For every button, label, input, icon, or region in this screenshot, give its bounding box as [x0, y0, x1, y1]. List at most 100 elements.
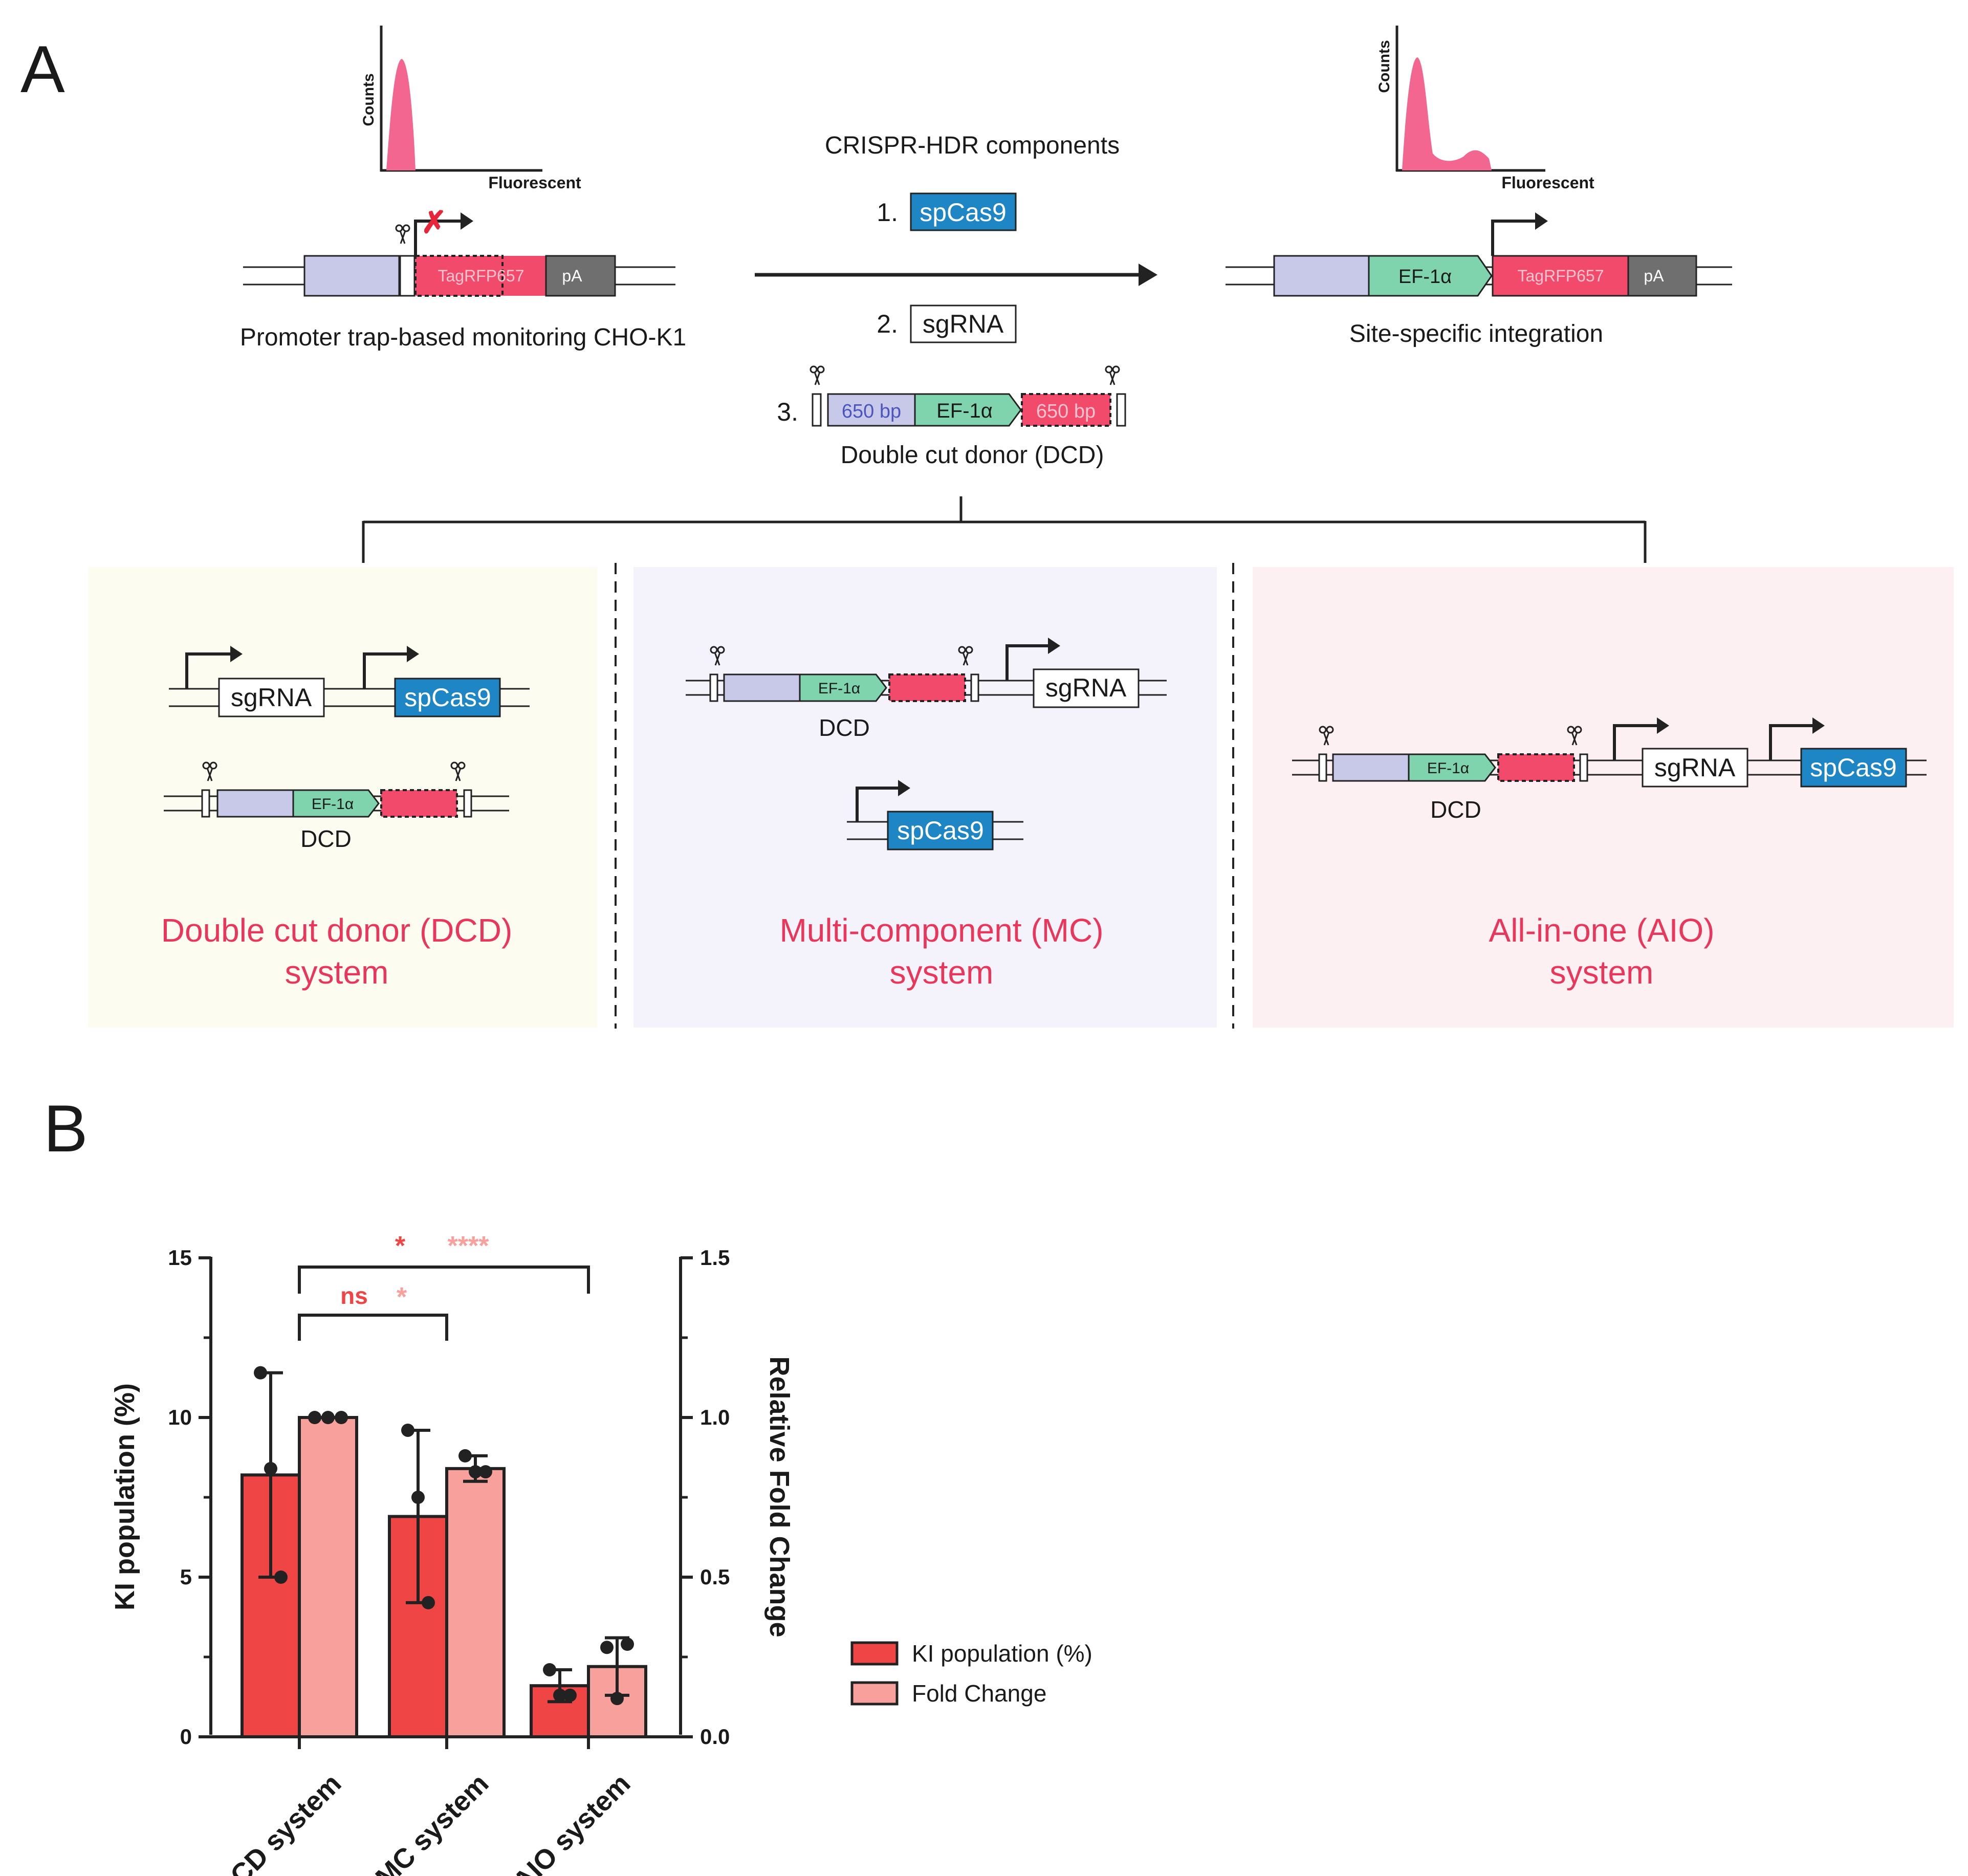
legend-label: Fold Change — [912, 1680, 1046, 1707]
data-point — [264, 1461, 277, 1475]
data-point — [401, 1423, 414, 1437]
x-tick-label: AIO system — [507, 1768, 637, 1876]
data-point — [553, 1688, 566, 1702]
legend-swatch-ki — [850, 1641, 899, 1666]
pa-label: pA — [562, 267, 582, 285]
y2-axis-label: Relative Fold Change — [764, 1356, 795, 1637]
scissors-icon — [395, 224, 410, 245]
promoter-arrow — [363, 652, 407, 689]
item2-num: 2. — [877, 310, 898, 338]
hist-right-ylabel: Counts — [1376, 40, 1393, 93]
ef1a-promoter — [914, 393, 1022, 427]
y2-tick-label: 0.0 — [700, 1725, 730, 1749]
right-reporter-label: TagRFP657 — [1518, 267, 1604, 285]
aio-dcd-label: DCD — [1430, 796, 1481, 823]
data-point — [543, 1663, 556, 1676]
y2-tick-label: 0.5 — [700, 1565, 730, 1589]
dcd-label: DCD — [300, 825, 352, 852]
histogram-after: Counts Fluorescent — [1376, 26, 1594, 192]
tagrfp-label: TagRFP657 — [438, 267, 524, 285]
legend-label: KI population (%) — [912, 1640, 1092, 1667]
panel-a-letter: A — [20, 32, 65, 106]
data-point — [274, 1570, 288, 1584]
panel-mc-system — [633, 567, 1217, 1028]
data-point — [469, 1465, 482, 1479]
ef1a-promoter — [799, 673, 887, 702]
y2-tick-label: 1.5 — [700, 1246, 730, 1270]
scissors-icon — [1105, 365, 1120, 386]
spcas9-box — [1800, 748, 1907, 788]
ef1a-promoter — [292, 789, 380, 818]
item3-num: 3. — [777, 398, 798, 426]
spcas9-box — [394, 678, 501, 717]
bars — [240, 1366, 647, 1739]
dashed-region — [414, 255, 504, 297]
item2-label: sgRNA — [923, 310, 1004, 338]
aio-spcas9-label: spCas9 — [1810, 753, 1897, 782]
tagrfp-box — [1492, 255, 1629, 297]
aio-system: EF-1α sgRNA spCas9 DCD All-in-one (AIO) … — [1292, 717, 1927, 991]
arm-left-label: 650 bp — [842, 401, 901, 422]
item1-num: 1. — [877, 198, 898, 227]
y-tick-label: 5 — [180, 1565, 192, 1589]
sgrna-box — [910, 304, 1017, 343]
homology-arm-right — [888, 673, 966, 702]
data-point — [411, 1491, 425, 1504]
data-point — [479, 1465, 492, 1479]
promoter-arrow — [1491, 220, 1535, 256]
sig-label: * — [395, 1231, 406, 1261]
sgrna-box — [218, 678, 325, 717]
mc-sgrna-label: sgRNA — [1045, 673, 1127, 702]
promoter-arrow — [185, 652, 230, 689]
donor-caption: Double cut donor (DCD) — [841, 442, 1104, 469]
item1-label: spCas9 — [920, 198, 1007, 227]
homology-arm-left — [216, 789, 294, 818]
arm-right-label: 650 bp — [1036, 401, 1096, 422]
y-tick-label: 15 — [168, 1246, 192, 1270]
right-axis: 0.0 0.5 1.0 1.5 Relative Fold Change — [679, 1246, 795, 1749]
right-promoter-label: EF-1α — [1398, 266, 1452, 288]
y-tick-label: 0 — [180, 1725, 192, 1749]
aio-sgrna-label: sgRNA — [1654, 753, 1736, 782]
sig-bracket-dcd-mc — [298, 1314, 448, 1341]
mc-system: EF-1α sgRNA DCD spCas9 Multi-component (… — [686, 638, 1167, 991]
y2-tick-label: 1.0 — [700, 1405, 730, 1429]
mc-system-title: Multi-component (MC) — [779, 912, 1103, 949]
cut-site-box — [399, 255, 416, 297]
bar — [445, 1467, 506, 1739]
genomic-locus-box — [1273, 255, 1370, 297]
sgrna-box — [1642, 748, 1748, 788]
dcd-system-title: Double cut donor (DCD) — [161, 912, 513, 949]
monitoring-construct: TagRFP657 pA ✗ Promoter trap-based monit… — [240, 205, 686, 351]
aio-system-subtitle: system — [1550, 954, 1654, 991]
panel-b-letter: B — [43, 1091, 88, 1166]
data-point — [621, 1638, 634, 1651]
histogram-peak — [386, 59, 416, 170]
spcas9-box — [910, 192, 1017, 231]
donor-promoter-label: EF-1α — [936, 400, 993, 422]
data-point — [422, 1596, 435, 1609]
dcd-promoter-label: EF-1α — [312, 796, 354, 813]
legend: KI population (%) Fold Change — [850, 1640, 1092, 1707]
left-caption: Promoter trap-based monitoring CHO-K1 — [240, 324, 686, 351]
data-point — [563, 1688, 577, 1702]
integrated-construct: EF-1α TagRFP657 pA Site-specific integra… — [1226, 212, 1732, 347]
components-heading: CRISPR-HDR components — [825, 132, 1120, 159]
right-caption: Site-specific integration — [1349, 320, 1603, 347]
pa-box — [1627, 255, 1697, 297]
promoter-arrow — [1769, 724, 1812, 760]
tagrfp-box — [416, 256, 546, 296]
promoter-arrow — [1005, 644, 1048, 681]
pa-box — [545, 255, 616, 297]
mc-system-subtitle: system — [890, 954, 994, 991]
sig-bracket-dcd-aio — [298, 1266, 590, 1294]
ef1a-promoter — [1368, 255, 1493, 297]
data-point — [458, 1449, 472, 1463]
bar — [298, 1416, 358, 1738]
homology-arm-left — [827, 393, 916, 427]
histogram-peaks — [1402, 57, 1492, 170]
mc-spcas9-label: spCas9 — [897, 816, 984, 845]
sig-label: ns — [340, 1282, 368, 1309]
